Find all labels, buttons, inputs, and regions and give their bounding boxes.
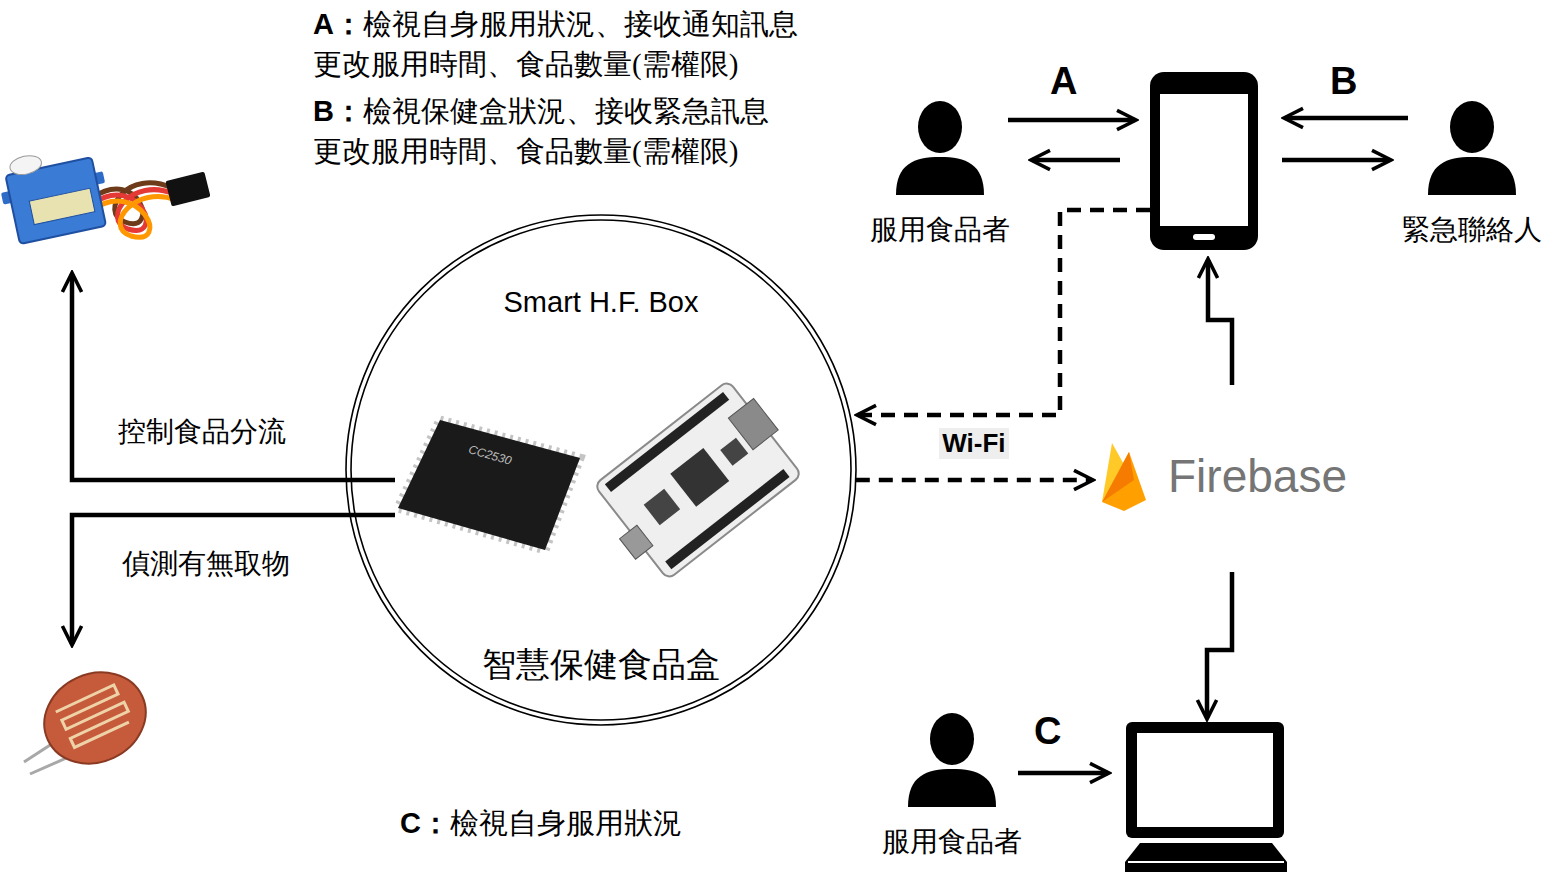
contact-note: B：檢視保健盒狀況、接收緊急訊息 更改服用時間、食品數量(需權限) — [313, 91, 858, 171]
servo-motor — [0, 141, 211, 246]
phone-body — [1150, 72, 1258, 250]
laptop-screen — [1137, 733, 1273, 827]
box-subtitle: 智慧保健食品盒 — [345, 642, 857, 688]
chip-pins — [398, 420, 580, 550]
user-person: 服用食品者 — [882, 712, 1022, 858]
board-chip — [644, 489, 680, 525]
wifi-connector — [856, 478, 1092, 483]
flow-letter: B — [1330, 62, 1357, 100]
person-body — [896, 157, 984, 195]
user-note: A：檢視自身服用狀況、接收通知訊息 更改服用時間、食品數量(需權限) — [313, 4, 858, 84]
board-usb — [620, 525, 653, 559]
user-to-laptop-arrow — [1018, 771, 1108, 776]
user-to-phone-arrow — [1008, 118, 1135, 123]
sensor-wire-label: 偵測有無取物 — [122, 545, 290, 583]
resistor-disc — [29, 656, 160, 780]
box-title: Smart H.F. Box — [345, 286, 857, 319]
board-pcb — [594, 380, 802, 579]
person-body — [1428, 157, 1516, 195]
contact-to-phone-arrow — [1285, 116, 1408, 121]
beaglebone-board — [584, 375, 809, 588]
laptop-base — [1125, 843, 1287, 872]
arrow-group — [72, 118, 1408, 773]
laptop-icon — [1125, 722, 1287, 872]
person-icon — [1422, 100, 1522, 195]
flame-middle — [1102, 452, 1134, 502]
laptop-lid — [1126, 722, 1284, 838]
servo-connector — [165, 172, 210, 207]
board-ethernet — [728, 398, 778, 449]
user-person: 服用食品者 — [870, 100, 1010, 246]
phone-to-user-arrow — [1032, 158, 1120, 163]
phone-button — [1193, 234, 1215, 240]
sensor-wire-arrow — [72, 515, 395, 644]
person-icon — [890, 100, 990, 195]
phone-screen — [1160, 94, 1248, 226]
laptop-edge — [1128, 861, 1284, 863]
flow-letter: A — [1050, 62, 1077, 100]
laptop-note: C：檢視自身服用狀況 — [400, 803, 945, 843]
board-cpu — [670, 448, 729, 507]
phone-to-box-dashed-arrow — [858, 210, 1150, 415]
contact-person: 緊急聯絡人 — [1402, 100, 1542, 246]
board-chip — [720, 438, 748, 466]
servo-wire-label: 控制食品分流 — [118, 413, 286, 451]
person-body — [908, 769, 996, 807]
chip-marking: CC2530 — [467, 442, 513, 468]
cc2530-chip — [398, 420, 580, 550]
cloud-to-phone-arrow — [1208, 260, 1232, 385]
servo-horn — [8, 153, 43, 177]
person-head — [918, 101, 962, 153]
servo-plate — [29, 188, 95, 224]
person-head — [1450, 101, 1494, 153]
outer-ring — [346, 215, 856, 725]
person-label: 服用食品者 — [882, 827, 1022, 858]
resistor-track — [56, 684, 133, 748]
connector-label: Wi-Fi — [939, 428, 1008, 459]
flow-letter: C — [1034, 712, 1061, 750]
chip-body — [398, 420, 580, 550]
person-icon — [902, 712, 1002, 807]
person-head — [930, 713, 974, 765]
firebase-logo — [1098, 440, 1150, 512]
firebase-service: Firebase — [1098, 440, 1347, 512]
phone-icon — [1150, 72, 1258, 250]
phone-to-contact-arrow — [1282, 158, 1390, 163]
person-label: 服用食品者 — [870, 215, 1010, 246]
person-label: 緊急聯絡人 — [1402, 215, 1542, 246]
smart-box-circle: Smart H.F. Box 智慧保健食品盒 — [345, 214, 857, 726]
cloud-to-laptop-arrow — [1207, 572, 1232, 718]
service-name: Firebase — [1168, 449, 1347, 503]
photoresistor — [24, 656, 161, 780]
